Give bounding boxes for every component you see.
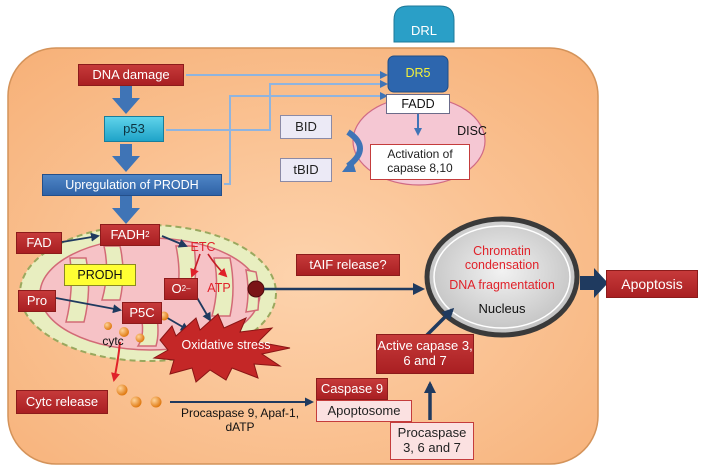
- dna-fragmentation-label: DNA fragmentation: [449, 277, 555, 292]
- cytc-label: cytc: [102, 334, 124, 349]
- tbid-box: tBID: [280, 158, 332, 182]
- link-prodh-dr5: [224, 92, 388, 185]
- dr5-receptor-shape: [387, 55, 449, 93]
- chromatin-label: Chromatin condensation: [464, 243, 540, 272]
- link-p53-dr5: [166, 80, 388, 131]
- upregulation-box: Upregulation of PRODH: [42, 174, 222, 196]
- bid-box: BID: [280, 115, 332, 139]
- down-arrow-1: [112, 86, 140, 114]
- pro-p5c-arrow: [55, 297, 122, 314]
- atp-synthase-knob: [247, 280, 265, 298]
- etc-label: ETC: [190, 239, 216, 254]
- fadh2-etc-arrow: [161, 235, 188, 248]
- etc-o2-arrow: [190, 253, 201, 278]
- o2-base: O: [171, 280, 182, 296]
- dr5-label: DR5: [405, 65, 431, 80]
- cytc-ball: [130, 396, 142, 408]
- disc-label: DISC: [457, 123, 487, 138]
- down-arrow-2: [112, 144, 140, 172]
- apoptosis-arrow: [580, 268, 608, 298]
- fadd-box: FADD: [386, 94, 450, 114]
- p53-box: p53: [104, 116, 164, 142]
- o2-sub: 2: [181, 284, 187, 294]
- drl-label: DRL: [410, 22, 437, 38]
- caspase9-box: Caspase 9: [316, 378, 388, 400]
- cytc-ball: [135, 333, 145, 343]
- nucleus-shape: [424, 216, 580, 338]
- o2-oxidative-arrow: [195, 295, 212, 322]
- prodh-box: PRODH: [64, 264, 136, 286]
- procaspase9-label: Procaspase 9, Apaf-1, dATP: [180, 406, 300, 434]
- dna-damage-box: DNA damage: [78, 64, 184, 86]
- p5c-oxidative-arrow: [163, 315, 190, 332]
- apoptosome-box: Apoptosome: [316, 400, 412, 422]
- pro-box: Pro: [18, 290, 56, 312]
- cytc-release-box: Cytc release: [16, 390, 108, 414]
- oxidative-stress-label: Oxidative stress: [181, 337, 271, 352]
- fad-fadh2-arrow: [61, 232, 100, 243]
- etc-atp-arrow: [207, 253, 228, 278]
- nucleus-label: Nucleus: [478, 300, 526, 316]
- apoptosis-box: Apoptosis: [606, 270, 698, 298]
- procaspase367-box: Procaspase 3, 6 and 7: [390, 422, 474, 460]
- activation-box: Activation of capase 8,10: [370, 144, 470, 180]
- fadh2-sub: 2: [145, 230, 150, 240]
- fad-box: FAD: [16, 232, 62, 254]
- o2-sup: –: [186, 284, 191, 294]
- cytc-ball: [119, 327, 129, 337]
- active-capase-box: Active capase 3, 6 and 7: [376, 334, 474, 374]
- drl-receptor-shape: [393, 5, 455, 43]
- active-nucleus-arrow: [424, 307, 455, 338]
- taif-release-box: tAIF release?: [296, 254, 400, 276]
- down-arrow-3: [112, 196, 140, 224]
- cytc-ball: [104, 322, 112, 330]
- cytc-ball: [150, 396, 162, 408]
- atp-label: ATP: [207, 280, 231, 295]
- cytc-release-red-arrow: [111, 341, 121, 382]
- cytc-ball: [116, 384, 128, 396]
- oxidative-stress-burst: [152, 313, 291, 383]
- p5c-box: P5C: [122, 302, 162, 324]
- fadh2-base: FADH: [110, 226, 146, 242]
